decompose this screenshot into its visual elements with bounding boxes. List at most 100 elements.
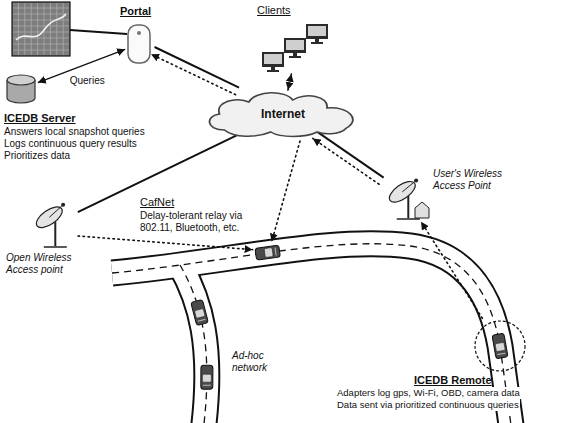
monitor-stand [271, 67, 275, 70]
edge-label: Queries [68, 75, 107, 87]
dish-feed-head [61, 203, 65, 207]
text-holder: User's Wireless Access Point [433, 168, 517, 192]
monitor-base [289, 56, 301, 58]
text-holder: Adapters log gps, Wi-Fi, OBD, camera dat… [336, 387, 521, 399]
monitor [262, 52, 284, 67]
screen-frame [12, 2, 70, 56]
network-link [317, 132, 383, 178]
annotation-label: Delay-tolerant relay via 802.11, Bluetoo… [140, 210, 265, 234]
road-edge [180, 265, 207, 423]
car-window [264, 248, 273, 258]
text-holder: CafNet [140, 196, 174, 209]
screen-grid [24, 3, 25, 55]
dish-feed [49, 205, 63, 217]
car-window [194, 308, 205, 318]
text-holder: Logs continuous query results [4, 138, 137, 150]
screen-grid [13, 8, 69, 9]
screen-grid [18, 3, 19, 55]
car [255, 245, 280, 260]
relay-link [272, 141, 300, 242]
screen-grid [13, 14, 69, 15]
screen-grid [13, 20, 69, 21]
road-centre-line [180, 265, 207, 423]
text-holder: Prioritizes data [4, 150, 70, 162]
node-icon [127, 24, 151, 64]
node-icon [6, 74, 36, 104]
screen-grid [63, 3, 64, 55]
monitor [284, 38, 306, 53]
client-computer [284, 38, 306, 58]
text-holder: Portal [120, 5, 151, 18]
dish-pole [407, 196, 409, 218]
dishhouse-node: User's Wireless Access Point [383, 176, 429, 220]
router-body [128, 25, 150, 63]
dish-pole [54, 222, 56, 246]
node-icon [474, 320, 526, 372]
monitor-screen [286, 40, 304, 50]
client-computer [262, 52, 284, 72]
screen-link [70, 30, 127, 34]
screen-grid [37, 3, 38, 55]
car-hood-line [497, 353, 505, 354]
dish-reflector [33, 203, 66, 232]
screen-route [16, 14, 66, 40]
node-heading: Clients [257, 4, 291, 17]
node-text: Prioritizes data [4, 150, 70, 162]
node-icon [30, 200, 76, 248]
house [415, 202, 429, 218]
node-text: Logs continuous query results [4, 138, 137, 150]
dish-base [44, 246, 67, 248]
car-body [191, 299, 209, 325]
node-heading: Open Wireless Access point [6, 252, 88, 276]
screen-grid [13, 26, 69, 27]
node-heading: ICEDB Remote [414, 374, 492, 387]
node-heading: User's Wireless Access Point [433, 168, 517, 192]
monitor [306, 24, 328, 39]
node-heading: Portal [120, 5, 151, 18]
screen-grid [13, 38, 69, 39]
monitor-screen [308, 26, 326, 36]
cloud-node: Internet [200, 88, 366, 138]
dish-reflector [386, 178, 419, 207]
remote-node: ICEDB RemoteAdapters log gps, Wi-Fi, OBD… [474, 320, 526, 372]
node-text: Adapters log gps, Wi-Fi, OBD, camera dat… [336, 387, 521, 399]
text-holder: Data sent via prioritized continuous que… [336, 399, 520, 411]
monitor-screen [264, 54, 282, 64]
screen-grid [13, 44, 69, 45]
car-body [492, 333, 508, 359]
car-body [201, 365, 213, 389]
map-screen [12, 2, 70, 56]
car-body [255, 245, 280, 260]
car [201, 365, 213, 389]
dotted-link [288, 74, 291, 90]
screen-grid [13, 50, 69, 51]
car-window [495, 342, 505, 351]
text-holder: Ad-hoc network [232, 350, 282, 374]
car [492, 333, 508, 359]
car-hood-line [198, 319, 206, 321]
node-heading: Internet [200, 107, 366, 121]
monitor-base [267, 70, 279, 72]
annotation-label: CafNet [140, 196, 174, 209]
text-holder: Queries [68, 75, 107, 87]
database-top [7, 75, 35, 85]
text-holder: Answers local snapshot queries [4, 126, 145, 138]
text-holder: Open Wireless Access point [6, 252, 88, 276]
dish-node: Open Wireless Access point [30, 200, 76, 248]
node-heading: ICEDB Server [4, 112, 76, 125]
car-hood-line [203, 385, 211, 386]
car-hood-line [275, 248, 276, 256]
monitor-stand [315, 39, 319, 42]
screen-grid [50, 3, 51, 55]
client-computer [306, 24, 328, 44]
node-icon [262, 24, 332, 72]
node-icon [383, 176, 429, 220]
text-holder: ICEDB Server [4, 112, 76, 125]
dotted-link [421, 222, 482, 319]
router-node: Portal [127, 24, 151, 64]
dish-feed-head [414, 178, 418, 182]
car [191, 299, 209, 325]
router-light [137, 31, 141, 35]
screen-grid [31, 3, 32, 55]
